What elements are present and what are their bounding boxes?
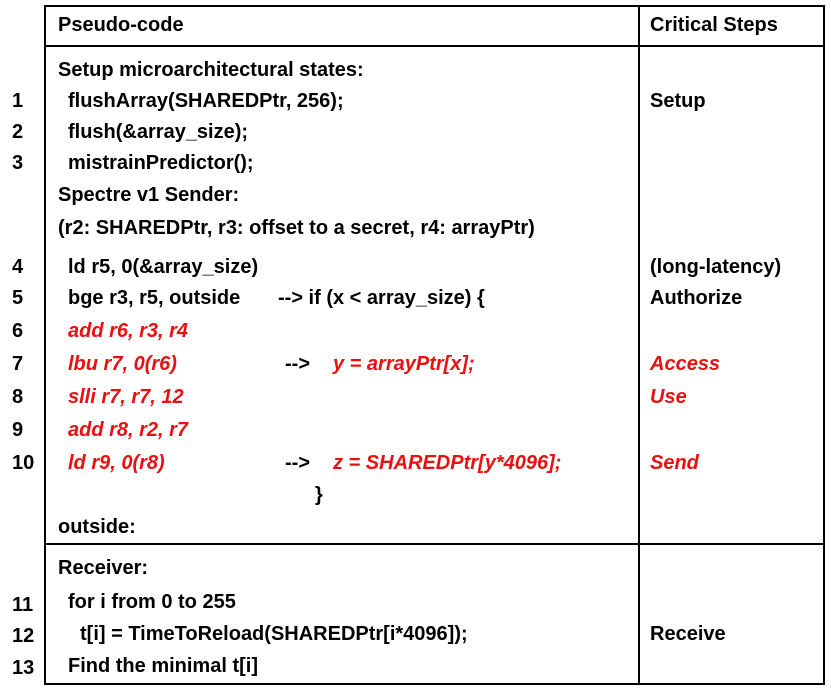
- step-label: Setup: [650, 90, 706, 112]
- line-number: 13: [12, 657, 35, 679]
- line-number: 4: [12, 256, 24, 278]
- receiver-title: Receiver:: [58, 557, 149, 579]
- header-pseudocode: Pseudo-code: [58, 14, 184, 36]
- step-label: Use: [650, 386, 687, 408]
- line-number: 12: [12, 625, 35, 647]
- closing-brace: }: [315, 484, 323, 506]
- step-label: Receive: [650, 623, 726, 645]
- line-number: 2: [12, 121, 24, 143]
- code-comment: y = arrayPtr[x];: [333, 353, 475, 375]
- step-label: (long-latency): [650, 256, 782, 278]
- line-number: 5: [12, 287, 24, 309]
- sender-args: (r2: SHAREDPtr, r3: offset to a secret, …: [58, 217, 535, 239]
- line-number: 8: [12, 386, 24, 408]
- code-line: bge r3, r5, outside: [68, 287, 241, 309]
- line-number: 9: [12, 419, 24, 441]
- line-number: 7: [12, 353, 24, 375]
- step-label: Authorize: [650, 287, 743, 309]
- pseudocode-table: [44, 5, 825, 685]
- code-comment: --> if (x < array_size) {: [278, 287, 485, 309]
- code-arrow: -->: [285, 353, 310, 375]
- code-line: flush(&array_size);: [68, 121, 249, 143]
- line-number: 1: [12, 90, 24, 112]
- code-line: t[i] = TimeToReload(SHAREDPtr[i*4096]);: [80, 623, 468, 645]
- code-line: ld r5, 0(&array_size): [68, 256, 259, 278]
- code-line: add r8, r2, r7: [68, 419, 189, 441]
- code-line: Find the minimal t[i]: [68, 655, 258, 677]
- code-line: slli r7, r7, 12: [68, 386, 184, 408]
- step-label: Access: [650, 353, 721, 375]
- setup-title: Setup microarchitectural states:: [58, 59, 364, 81]
- header-critical-steps: Critical Steps: [650, 14, 778, 36]
- code-arrow: -->: [285, 452, 310, 474]
- sender-title: Spectre v1 Sender:: [58, 184, 240, 206]
- line-number: 10: [12, 452, 35, 474]
- code-line: mistrainPredictor();: [68, 152, 254, 174]
- outside-label: outside:: [58, 516, 136, 538]
- column-divider: [638, 5, 640, 685]
- code-line: flushArray(SHAREDPtr, 256);: [68, 90, 344, 112]
- line-number: 11: [12, 594, 34, 616]
- code-line: ld r9, 0(r8): [68, 452, 165, 474]
- code-line: add r6, r3, r4: [68, 320, 189, 342]
- line-number: 6: [12, 320, 24, 342]
- line-number: 3: [12, 152, 24, 174]
- header-divider: [44, 45, 825, 47]
- code-line: for i from 0 to 255: [68, 591, 236, 613]
- step-label: Send: [650, 452, 699, 474]
- code-comment: z = SHAREDPtr[y*4096];: [333, 452, 562, 474]
- code-line: lbu r7, 0(r6): [68, 353, 177, 375]
- section-divider: [44, 543, 825, 545]
